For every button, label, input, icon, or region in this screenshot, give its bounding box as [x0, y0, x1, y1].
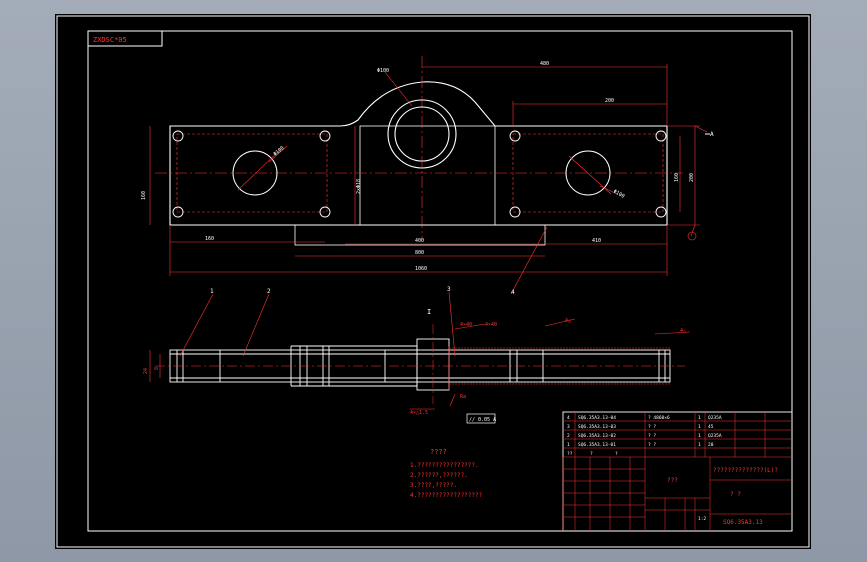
drawing-stamp: ZXDSC*05 — [87, 30, 163, 47]
drawing-canvas: ZXDSC*05 — [56, 15, 810, 548]
center-web — [359, 125, 496, 226]
svg-text:Φ100: Φ100 — [377, 68, 389, 74]
left-large-hole — [232, 150, 278, 196]
svg-text:? ?: ? ? — [648, 424, 656, 430]
svg-text:Q235A: Q235A — [708, 433, 722, 439]
svg-text:3: 3 — [567, 424, 570, 430]
svg-text:4×40: 4×40 — [485, 322, 497, 328]
weld-hatching — [448, 346, 670, 390]
svg-text:200: 200 — [689, 173, 695, 182]
svg-text:4×40: 4×40 — [460, 322, 472, 328]
svg-text:?: ? — [615, 451, 618, 457]
scale: 1:2 — [698, 516, 706, 522]
svg-text:1060: 1060 — [415, 266, 427, 272]
svg-text:1: 1 — [210, 288, 214, 295]
svg-text:1: 1 — [698, 442, 701, 448]
section-notes: 4×40 4×40 4△ 4△ 24 8 Ra 4×△1.5 — [143, 318, 686, 416]
svg-text:SQ6.35A3.13-04: SQ6.35A3.13-04 — [578, 415, 616, 421]
svg-text:Ra: Ra — [460, 394, 466, 400]
svg-text:45: 45 — [708, 424, 714, 430]
part-name: ? ? — [730, 491, 741, 498]
svg-text:3.????,?????.: 3.????,?????. — [410, 482, 457, 489]
svg-text:160: 160 — [141, 191, 147, 200]
svg-text:SQ6.35A3.13-03: SQ6.35A3.13-03 — [578, 424, 616, 430]
section-leaders — [149, 226, 691, 410]
sheet-outer-frame — [56, 15, 810, 548]
svg-text:410: 410 — [592, 238, 601, 244]
svg-text:SQ6.35A3.13-01: SQ6.35A3.13-01 — [578, 442, 616, 448]
svg-text:4: 4 — [567, 415, 570, 421]
svg-text:Φ100: Φ100 — [272, 145, 285, 157]
plan-dimension-texts: 480 200 160 400 410 800 1060 160 2×Φ18 1… — [141, 61, 695, 272]
svg-text:200: 200 — [605, 98, 614, 104]
svg-text:? ?: ? ? — [648, 433, 656, 439]
svg-text:2.??????,??????.: 2.??????,??????. — [410, 472, 468, 479]
svg-text:4×△1.5: 4×△1.5 — [410, 410, 428, 416]
svg-text:2×Φ18: 2×Φ18 — [356, 179, 362, 194]
svg-text:1.????????????????.: 1.????????????????. — [410, 462, 479, 469]
section-mark-a: A — [710, 131, 714, 138]
svg-text:1: 1 — [698, 415, 701, 421]
sheet-inner-frame — [87, 30, 793, 532]
plan-dimension-lines — [149, 64, 708, 276]
product-name: ??????????????(L)? — [713, 467, 778, 474]
svg-text:2: 2 — [567, 433, 570, 439]
svg-text:?: ? — [590, 451, 593, 457]
svg-text:2: 2 — [267, 288, 271, 295]
right-pad-hidden — [512, 133, 664, 213]
svg-text:4△: 4△ — [680, 328, 686, 334]
svg-text:480: 480 — [540, 61, 549, 67]
plate-outline — [169, 81, 668, 226]
svg-text:1: 1 — [698, 424, 701, 430]
tolerance-box: // 0.05 A — [466, 413, 496, 424]
svg-text:4: 4 — [511, 289, 515, 296]
svg-text:??: ?? — [567, 451, 573, 457]
svg-text:160: 160 — [674, 173, 680, 182]
drawing-number: SQ6.35A3.13 — [723, 519, 763, 526]
svg-text:1: 1 — [698, 433, 701, 439]
section-marker-i: I — [427, 308, 431, 316]
title-mark: ??? — [667, 477, 678, 484]
svg-text:20: 20 — [708, 442, 714, 448]
drawing-sheet[interactable]: ZXDSC*05 — [55, 14, 811, 549]
svg-text:4.??????????????????: 4.?????????????????? — [410, 492, 483, 499]
bottom-flange — [294, 224, 546, 246]
svg-text:? ?: ? ? — [648, 442, 656, 448]
title-block: 4 SQ6.35A3.13-04 ? 4860×6 1 Q235A 3 SQ6.… — [562, 411, 793, 532]
bore-inner — [394, 106, 450, 162]
svg-text:400: 400 — [415, 238, 424, 244]
svg-text:3: 3 — [447, 286, 451, 293]
svg-text:????: ???? — [430, 448, 447, 456]
svg-text:24: 24 — [143, 368, 149, 374]
svg-text:SQ6.35A3.13-02: SQ6.35A3.13-02 — [578, 433, 616, 439]
svg-text:160: 160 — [205, 236, 214, 242]
section-balloons: 1 2 3 4 — [210, 286, 515, 296]
bolt-holes — [172, 130, 667, 218]
svg-text:? 4860×6: ? 4860×6 — [648, 415, 670, 421]
plan-view: A 480 200 160 400 410 800 1060 160 2×Φ18… — [141, 56, 714, 276]
right-large-hole — [565, 150, 611, 196]
svg-text:1: 1 — [567, 442, 570, 448]
bom-table: 4 SQ6.35A3.13-04 ? 4860×6 1 Q235A 3 SQ6.… — [567, 415, 722, 457]
svg-text:8: 8 — [154, 367, 160, 370]
svg-text:ZXDSC*05: ZXDSC*05 — [93, 36, 127, 44]
section-view: 1 2 3 4 4×40 4×40 4△ 4△ 24 8 Ra 4×△1.5 — [143, 226, 691, 424]
svg-text:Φ100: Φ100 — [612, 189, 625, 200]
technical-notes: ???? 1.????????????????. 2.??????,??????… — [410, 448, 483, 499]
svg-text:// 0.05 A: // 0.05 A — [469, 417, 496, 423]
svg-text:800: 800 — [415, 250, 424, 256]
svg-text:4△: 4△ — [565, 318, 571, 324]
svg-text:Q235A: Q235A — [708, 415, 722, 421]
bore-outer — [387, 99, 457, 169]
